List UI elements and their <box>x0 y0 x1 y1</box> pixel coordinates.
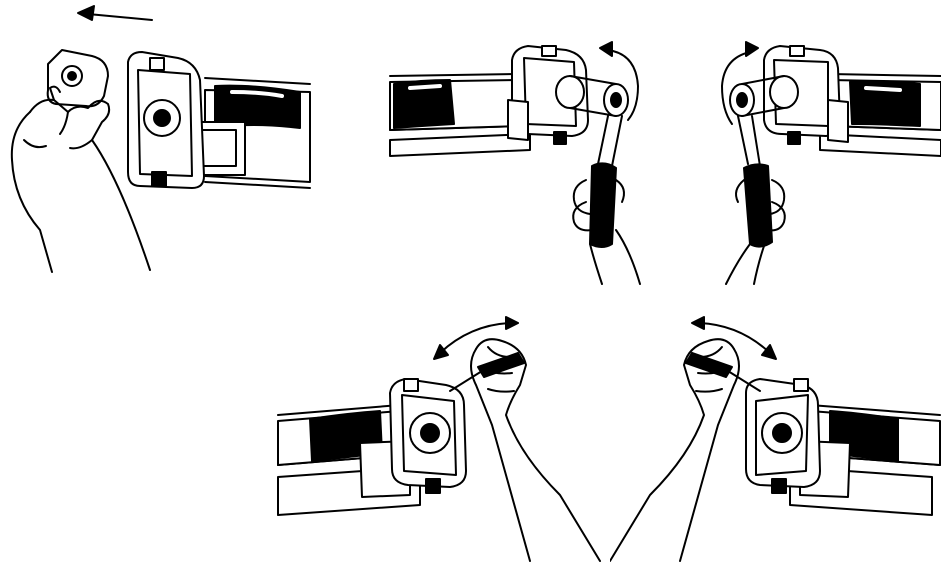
panel-remove-end-cap <box>0 0 315 285</box>
wrench-left-end-illustration <box>389 41 641 285</box>
remove-end-cap-illustration <box>10 5 311 273</box>
left-arrow-icon <box>77 5 153 21</box>
panel-screwdriver-right-end <box>610 305 941 562</box>
screwdriver-left-end-illustration <box>277 316 601 562</box>
panel-wrench-right-end <box>680 30 941 285</box>
screwdriver-right-end-illustration <box>610 316 941 562</box>
panel-screwdriver-left-end <box>270 305 610 562</box>
panel-wrench-left-end <box>380 30 680 285</box>
wrench-right-end-illustration <box>721 41 941 285</box>
